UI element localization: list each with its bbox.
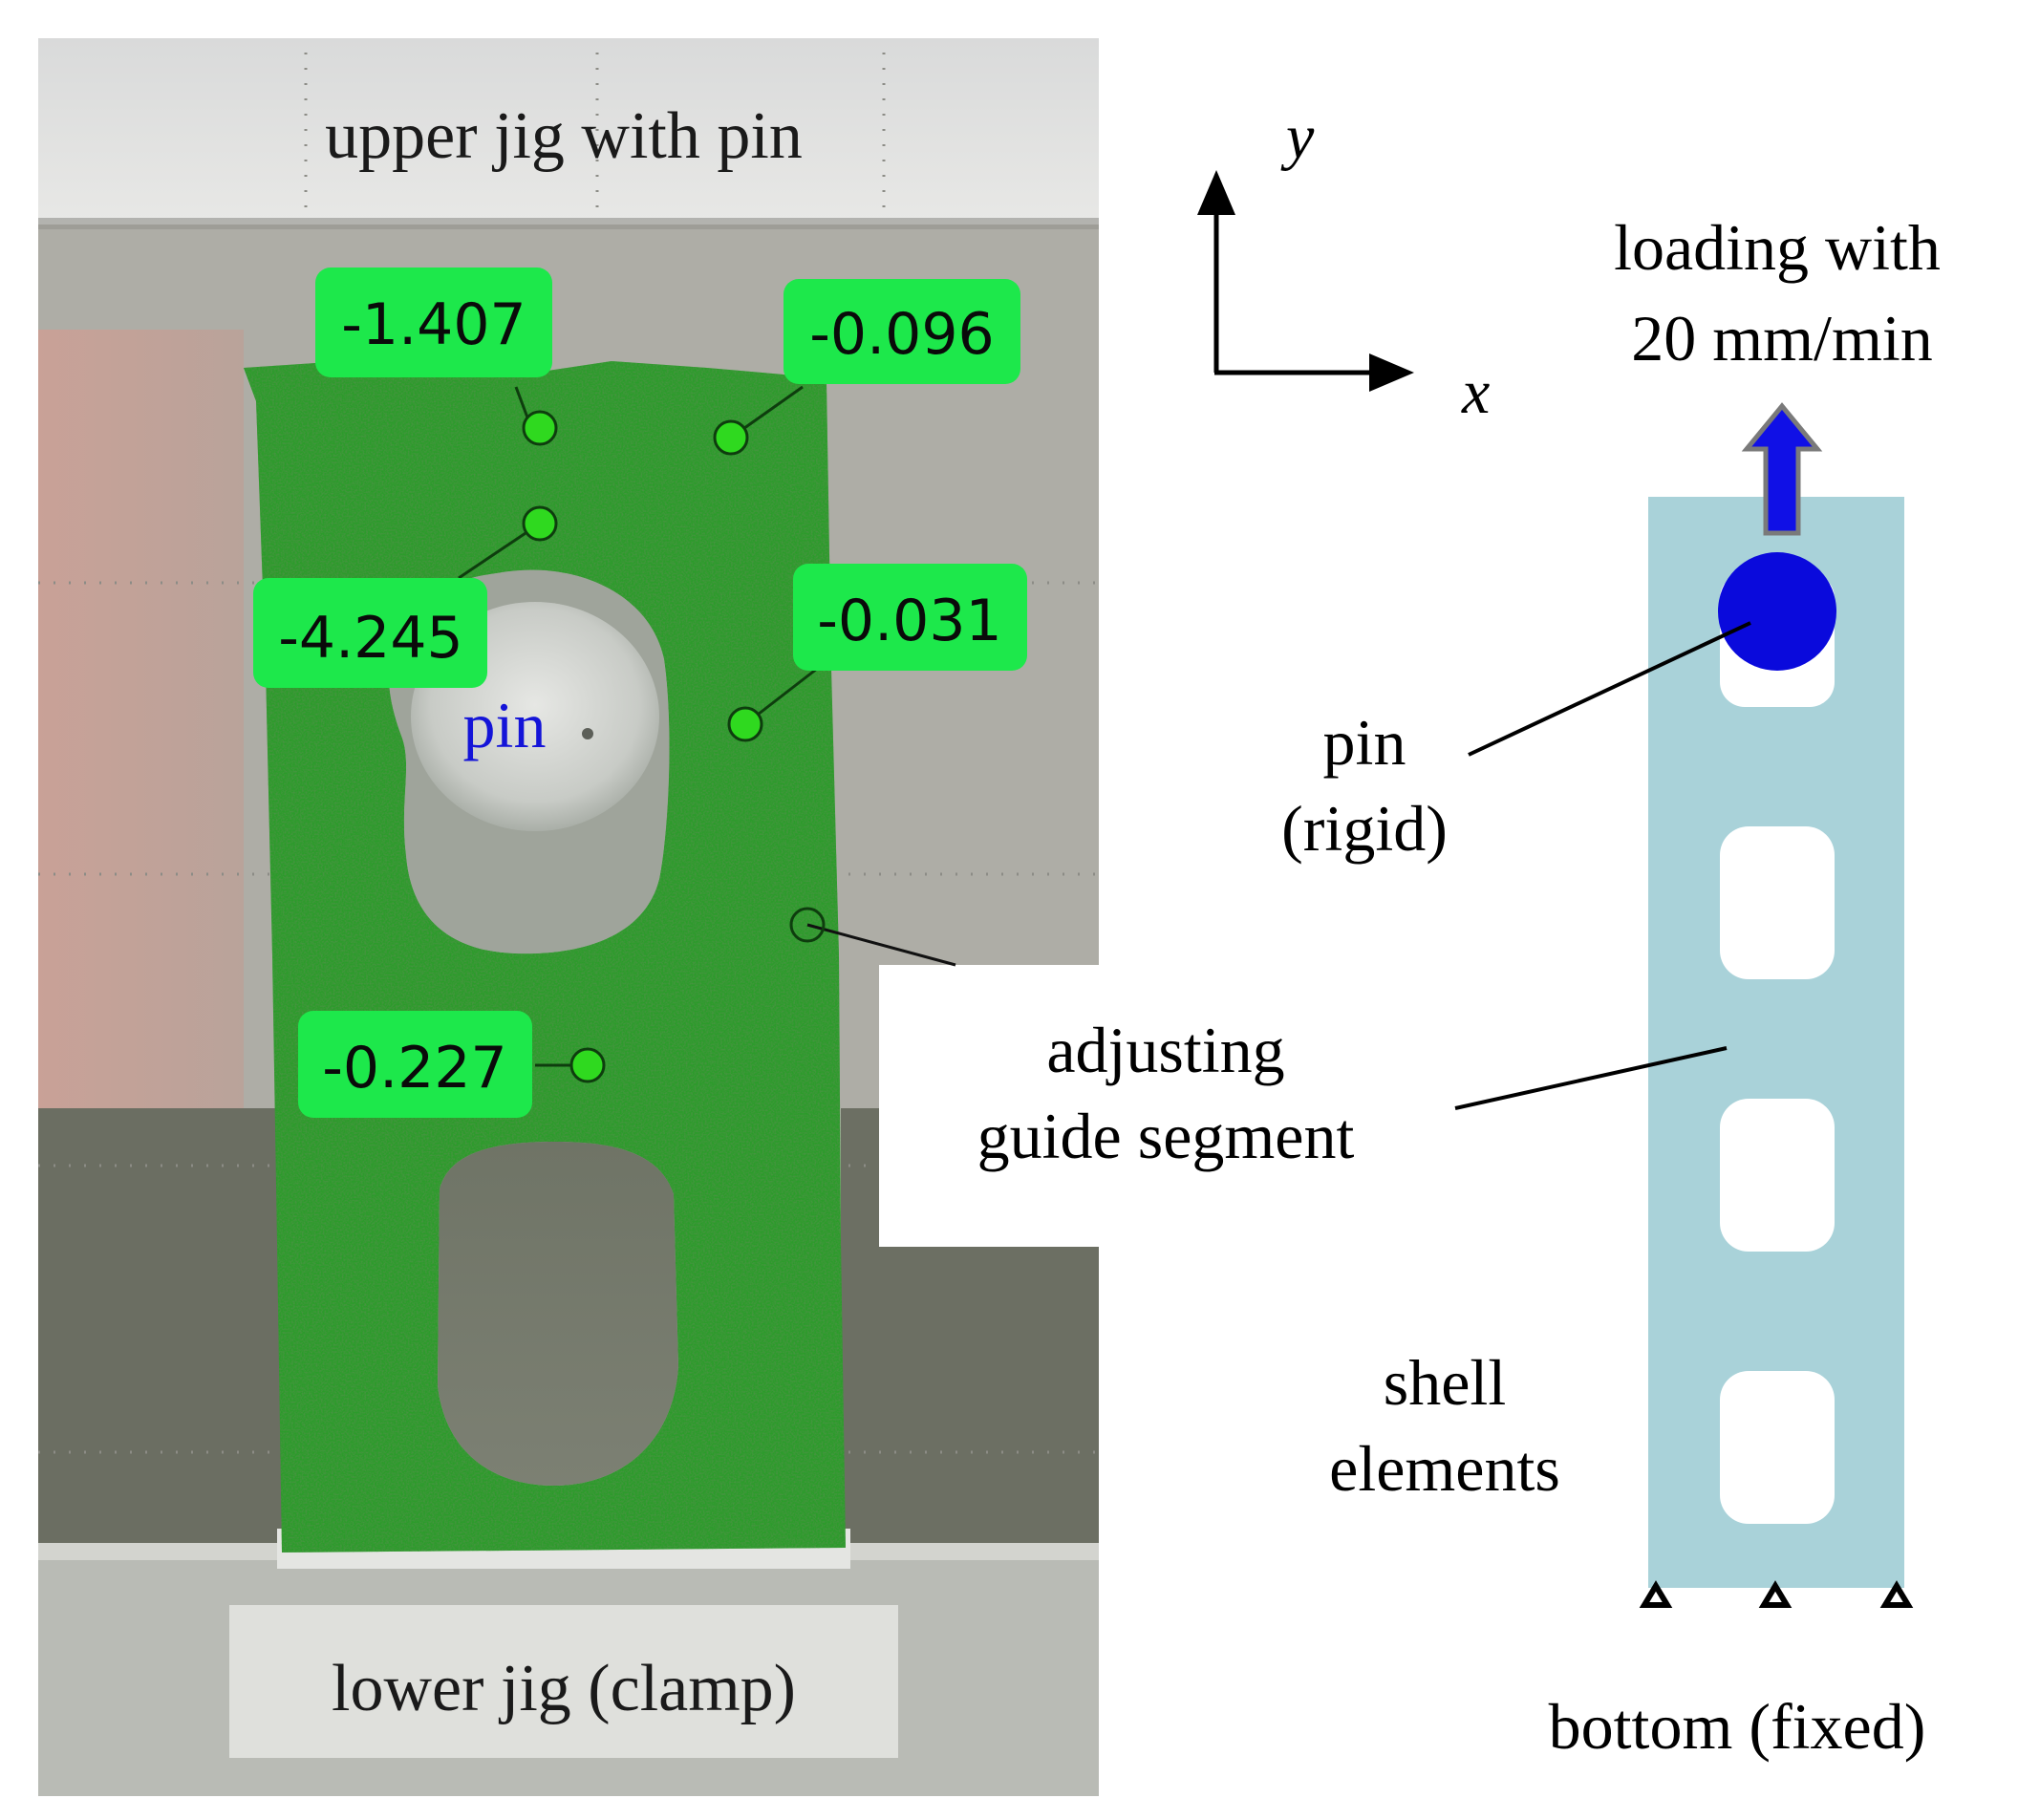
upper-jig	[38, 38, 1099, 225]
loading-arrow	[1741, 402, 1823, 536]
measurement-m4: -0.031	[817, 588, 1001, 654]
label-box-m4	[793, 564, 1027, 671]
support-right	[1879, 1580, 1914, 1608]
shell-label-line1: shell	[1384, 1346, 1506, 1419]
photo-pin-label: pin	[463, 689, 547, 761]
pin-leader	[1468, 621, 1751, 757]
segment-label-line1: adjusting	[1046, 1014, 1284, 1086]
axes: y x	[1197, 102, 1490, 427]
model-pin-label-line1: pin	[1323, 706, 1406, 779]
plate-hole-3	[1720, 1099, 1835, 1252]
measurement-m1: -1.407	[341, 291, 526, 358]
segment-label-line2: guide segment	[977, 1100, 1355, 1172]
lower-jig-label: lower jig (clamp)	[332, 1652, 796, 1725]
measurement-points	[458, 385, 818, 1083]
plate-hole-4	[1720, 1371, 1835, 1524]
point-m3	[522, 505, 558, 542]
measurement-m2: -0.096	[809, 301, 994, 368]
point-m5	[569, 1047, 606, 1083]
pin-center	[582, 728, 593, 739]
measurement-labels: -1.407 -0.096 -4.245 -0.031 -0.227	[253, 268, 1027, 1118]
y-axis-label: y	[1280, 102, 1315, 172]
label-box-m3	[253, 578, 487, 688]
speckle-texture	[244, 361, 846, 1552]
label-box-m5	[298, 1011, 532, 1118]
upper-jig-label: upper jig with pin	[325, 99, 803, 173]
left-strip	[38, 330, 244, 1113]
lower-left-region	[38, 1108, 287, 1557]
measurement-m3: -4.245	[278, 605, 462, 672]
segment-callout-box	[879, 965, 1452, 1247]
lower-jig-label-box	[229, 1605, 898, 1758]
support-left	[1639, 1580, 1673, 1608]
point-m1	[522, 410, 558, 446]
x-axis-arrow	[1369, 353, 1414, 392]
y-axis-arrow	[1197, 170, 1235, 215]
rigid-pin	[1718, 552, 1836, 671]
label-box-m1	[315, 268, 552, 377]
support-middle	[1758, 1580, 1793, 1608]
point-m4	[727, 706, 763, 742]
x-axis-label: x	[1461, 357, 1490, 427]
photo-segment-marker	[789, 907, 826, 943]
lower-hole	[438, 1142, 678, 1486]
photo-panel: -1.407 -0.096 -4.245 -0.031 -0.227 upper…	[38, 38, 1099, 1796]
loading-label-line2: 20 mm/min	[1631, 302, 1932, 375]
fe-model: loading with 20 mm/min pin (rigid) adjus…	[977, 211, 1941, 1763]
plate-hole-2	[1720, 826, 1835, 979]
bottom-fixed-label: bottom (fixed)	[1549, 1690, 1926, 1763]
photo-segment-leader	[806, 923, 956, 967]
fixed-supports	[1639, 1580, 1914, 1608]
upper-jig-edge	[38, 218, 1099, 231]
measurement-m5: -0.227	[322, 1035, 506, 1102]
point-m2	[713, 419, 749, 456]
model-pin-label-line2: (rigid)	[1281, 792, 1448, 865]
loading-label-line1: loading with	[1614, 211, 1941, 284]
shell-label-line2: elements	[1329, 1432, 1560, 1505]
label-box-m2	[784, 279, 1020, 384]
segment-leader	[1454, 1046, 1728, 1110]
